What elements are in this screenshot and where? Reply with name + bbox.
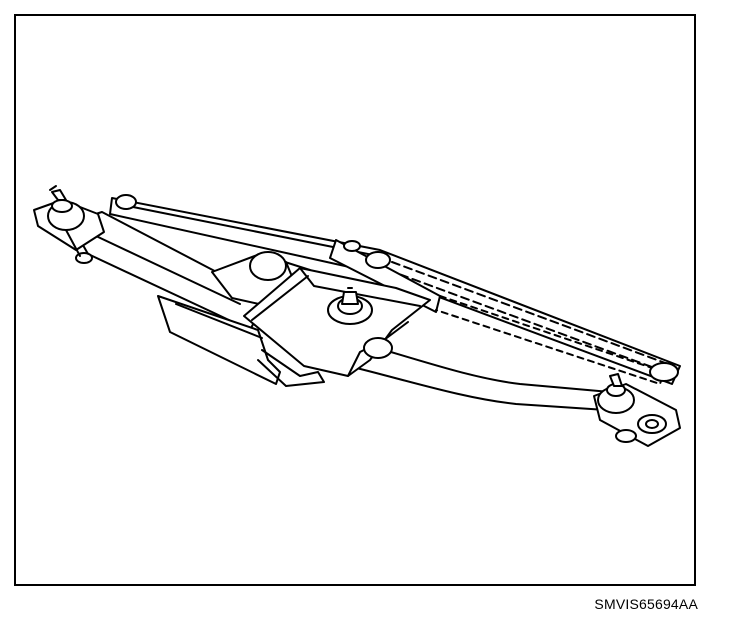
- crank-nut: [327, 287, 373, 325]
- figure-frame: [14, 14, 696, 586]
- link-ball-joints: [115, 194, 679, 382]
- right-pivot: [593, 373, 681, 447]
- left-pivot: [33, 185, 105, 264]
- figure-code-label: SMVIS65694AA: [594, 596, 698, 612]
